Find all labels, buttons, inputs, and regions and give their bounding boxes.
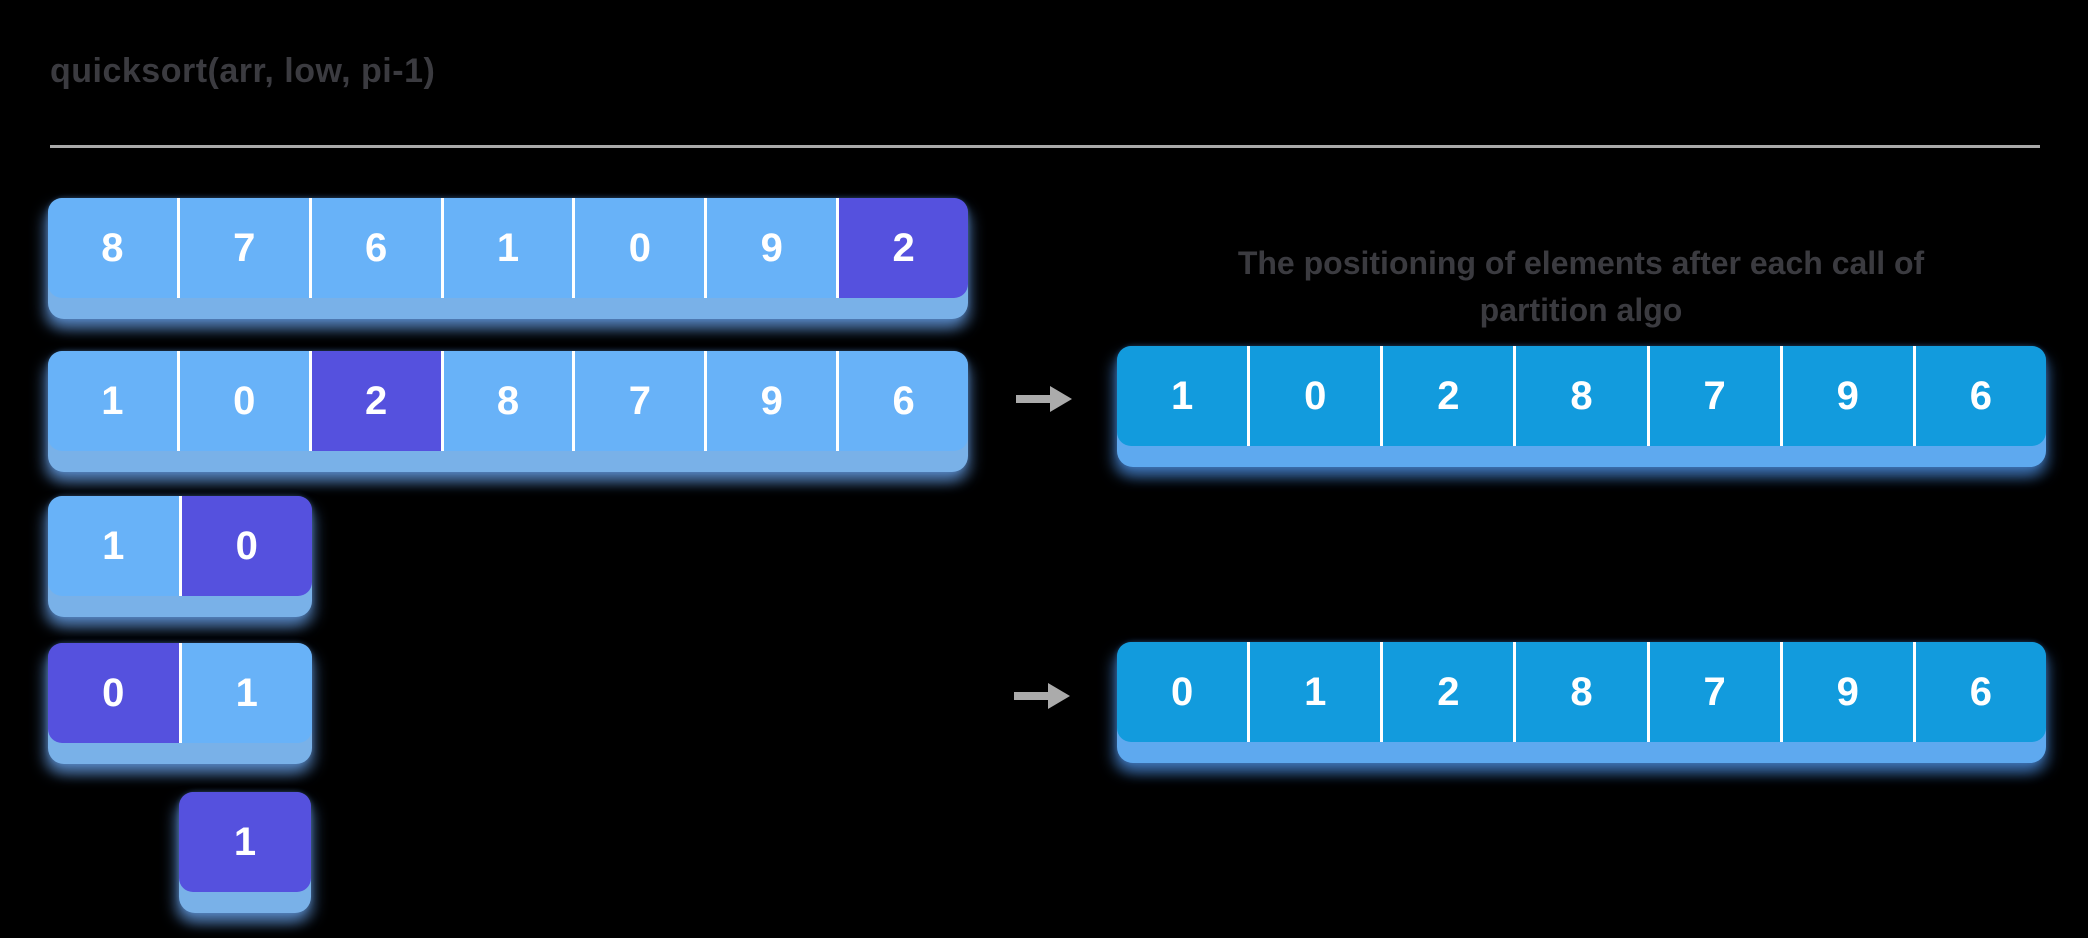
right-heading: The positioning of elements after each c… <box>1131 240 2031 334</box>
result-cell: 9 <box>1779 642 1913 742</box>
result-cell: 8 <box>1513 642 1647 742</box>
array-cell-pivot: 2 <box>836 198 968 298</box>
result-cell: 9 <box>1779 346 1913 446</box>
array-cell: 0 <box>572 198 705 298</box>
right-heading-line1: The positioning of elements after each c… <box>1237 245 1925 281</box>
array-row-1: 8 7 6 1 0 9 2 <box>48 198 968 319</box>
array-cell: 9 <box>704 351 837 451</box>
array-cell: 6 <box>308 198 441 298</box>
right-heading-line2: partition algo <box>1479 292 1683 328</box>
result-cell: 0 <box>1247 346 1381 446</box>
array-cell-pivot: 1 <box>179 792 311 892</box>
result-cell: 1 <box>1117 346 1248 446</box>
array-cell: 1 <box>48 496 179 596</box>
array-cell: 1 <box>440 198 573 298</box>
right-arrow-icon <box>1016 384 1072 414</box>
right-arrow-icon <box>1014 681 1070 711</box>
array-cell-pivot: 2 <box>308 351 441 451</box>
array-row-5: 1 <box>179 792 311 913</box>
array-row-3: 1 0 <box>48 496 312 617</box>
result-cell: 7 <box>1646 346 1780 446</box>
page-title: quicksort(arr, low, pi-1) <box>50 52 436 90</box>
result-cell: 0 <box>1117 642 1248 742</box>
result-cell: 6 <box>1912 642 2046 742</box>
array-cell: 8 <box>440 351 573 451</box>
result-row-2: 0 1 2 8 7 9 6 <box>1117 642 2046 763</box>
array-cell-pivot: 0 <box>48 643 179 743</box>
array-row-4: 0 1 <box>48 643 312 764</box>
result-cell: 6 <box>1912 346 2046 446</box>
result-cell: 7 <box>1646 642 1780 742</box>
array-cell-pivot: 0 <box>178 496 312 596</box>
array-cell: 7 <box>176 198 309 298</box>
array-cell: 9 <box>704 198 837 298</box>
array-cell: 0 <box>176 351 309 451</box>
array-row-2: 1 0 2 8 7 9 6 <box>48 351 968 472</box>
array-cell: 6 <box>836 351 968 451</box>
result-row-1: 1 0 2 8 7 9 6 <box>1117 346 2046 467</box>
result-cell: 2 <box>1380 346 1514 446</box>
divider-line <box>50 145 2040 148</box>
result-cell: 8 <box>1513 346 1647 446</box>
array-cell: 7 <box>572 351 705 451</box>
array-cell: 1 <box>178 643 312 743</box>
result-cell: 2 <box>1380 642 1514 742</box>
array-cell: 8 <box>48 198 177 298</box>
array-cell: 1 <box>48 351 177 451</box>
result-cell: 1 <box>1247 642 1381 742</box>
